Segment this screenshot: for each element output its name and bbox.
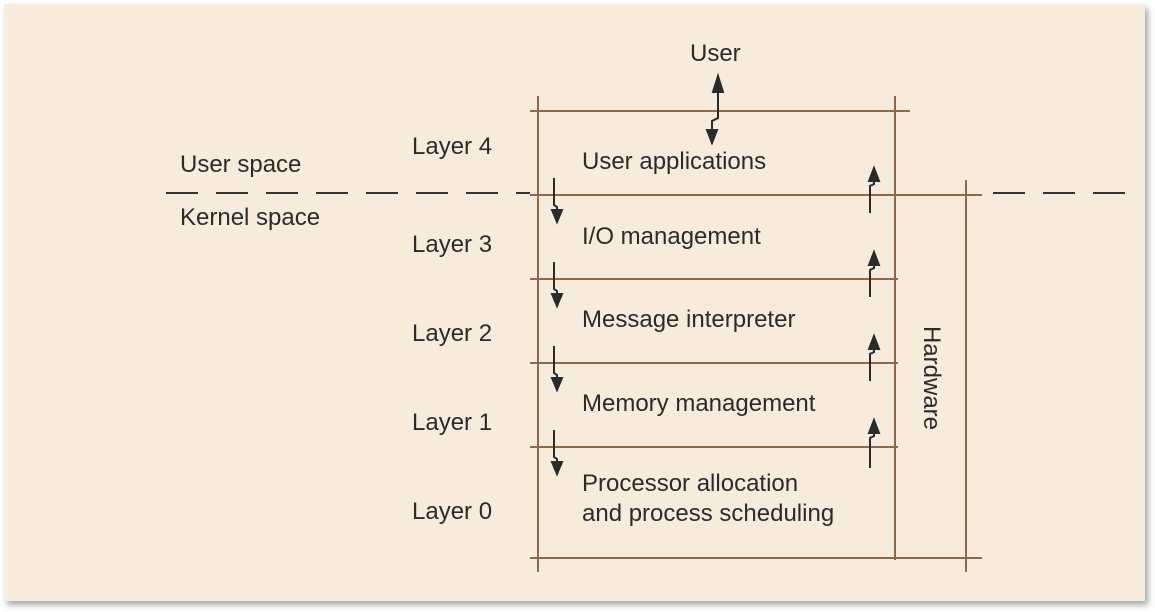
layer-0-box-label: Processor allocation and process schedul… xyxy=(582,470,835,527)
down-arrow-1-0 xyxy=(550,430,564,477)
user-space-label: User space xyxy=(180,151,302,178)
user-label: User xyxy=(690,40,741,67)
down-arrow-3-2 xyxy=(550,262,564,309)
layer-1-box-label: Memory management xyxy=(582,390,816,417)
layer-0-label: Layer 0 xyxy=(412,498,493,525)
layer-2-box-label: Message interpreter xyxy=(582,306,796,333)
layer-2-label: Layer 2 xyxy=(412,320,493,347)
layer-stack-box xyxy=(530,96,982,572)
up-arrow-2-3 xyxy=(867,249,881,297)
layer-3-box-label: I/O management xyxy=(582,223,761,250)
layer-4-box-label: User applications xyxy=(582,148,767,175)
down-arrow-4-3 xyxy=(550,178,564,225)
up-arrow-3-4 xyxy=(867,165,881,213)
layer-1-label: Layer 1 xyxy=(412,409,493,436)
layer-4-label: Layer 4 xyxy=(412,133,493,160)
hardware-label: Hardware xyxy=(918,325,945,431)
layer-3-label: Layer 3 xyxy=(412,231,493,258)
diagram-background xyxy=(4,4,1145,601)
down-arrow-2-1 xyxy=(550,346,564,393)
user-arrow xyxy=(705,72,725,146)
hardware-box xyxy=(880,180,982,572)
down-arrows xyxy=(550,178,564,477)
kernel-space-label: Kernel space xyxy=(180,204,321,231)
up-arrow-0-1 xyxy=(867,417,881,468)
up-arrow-1-2 xyxy=(867,333,881,381)
up-arrows xyxy=(867,165,881,468)
